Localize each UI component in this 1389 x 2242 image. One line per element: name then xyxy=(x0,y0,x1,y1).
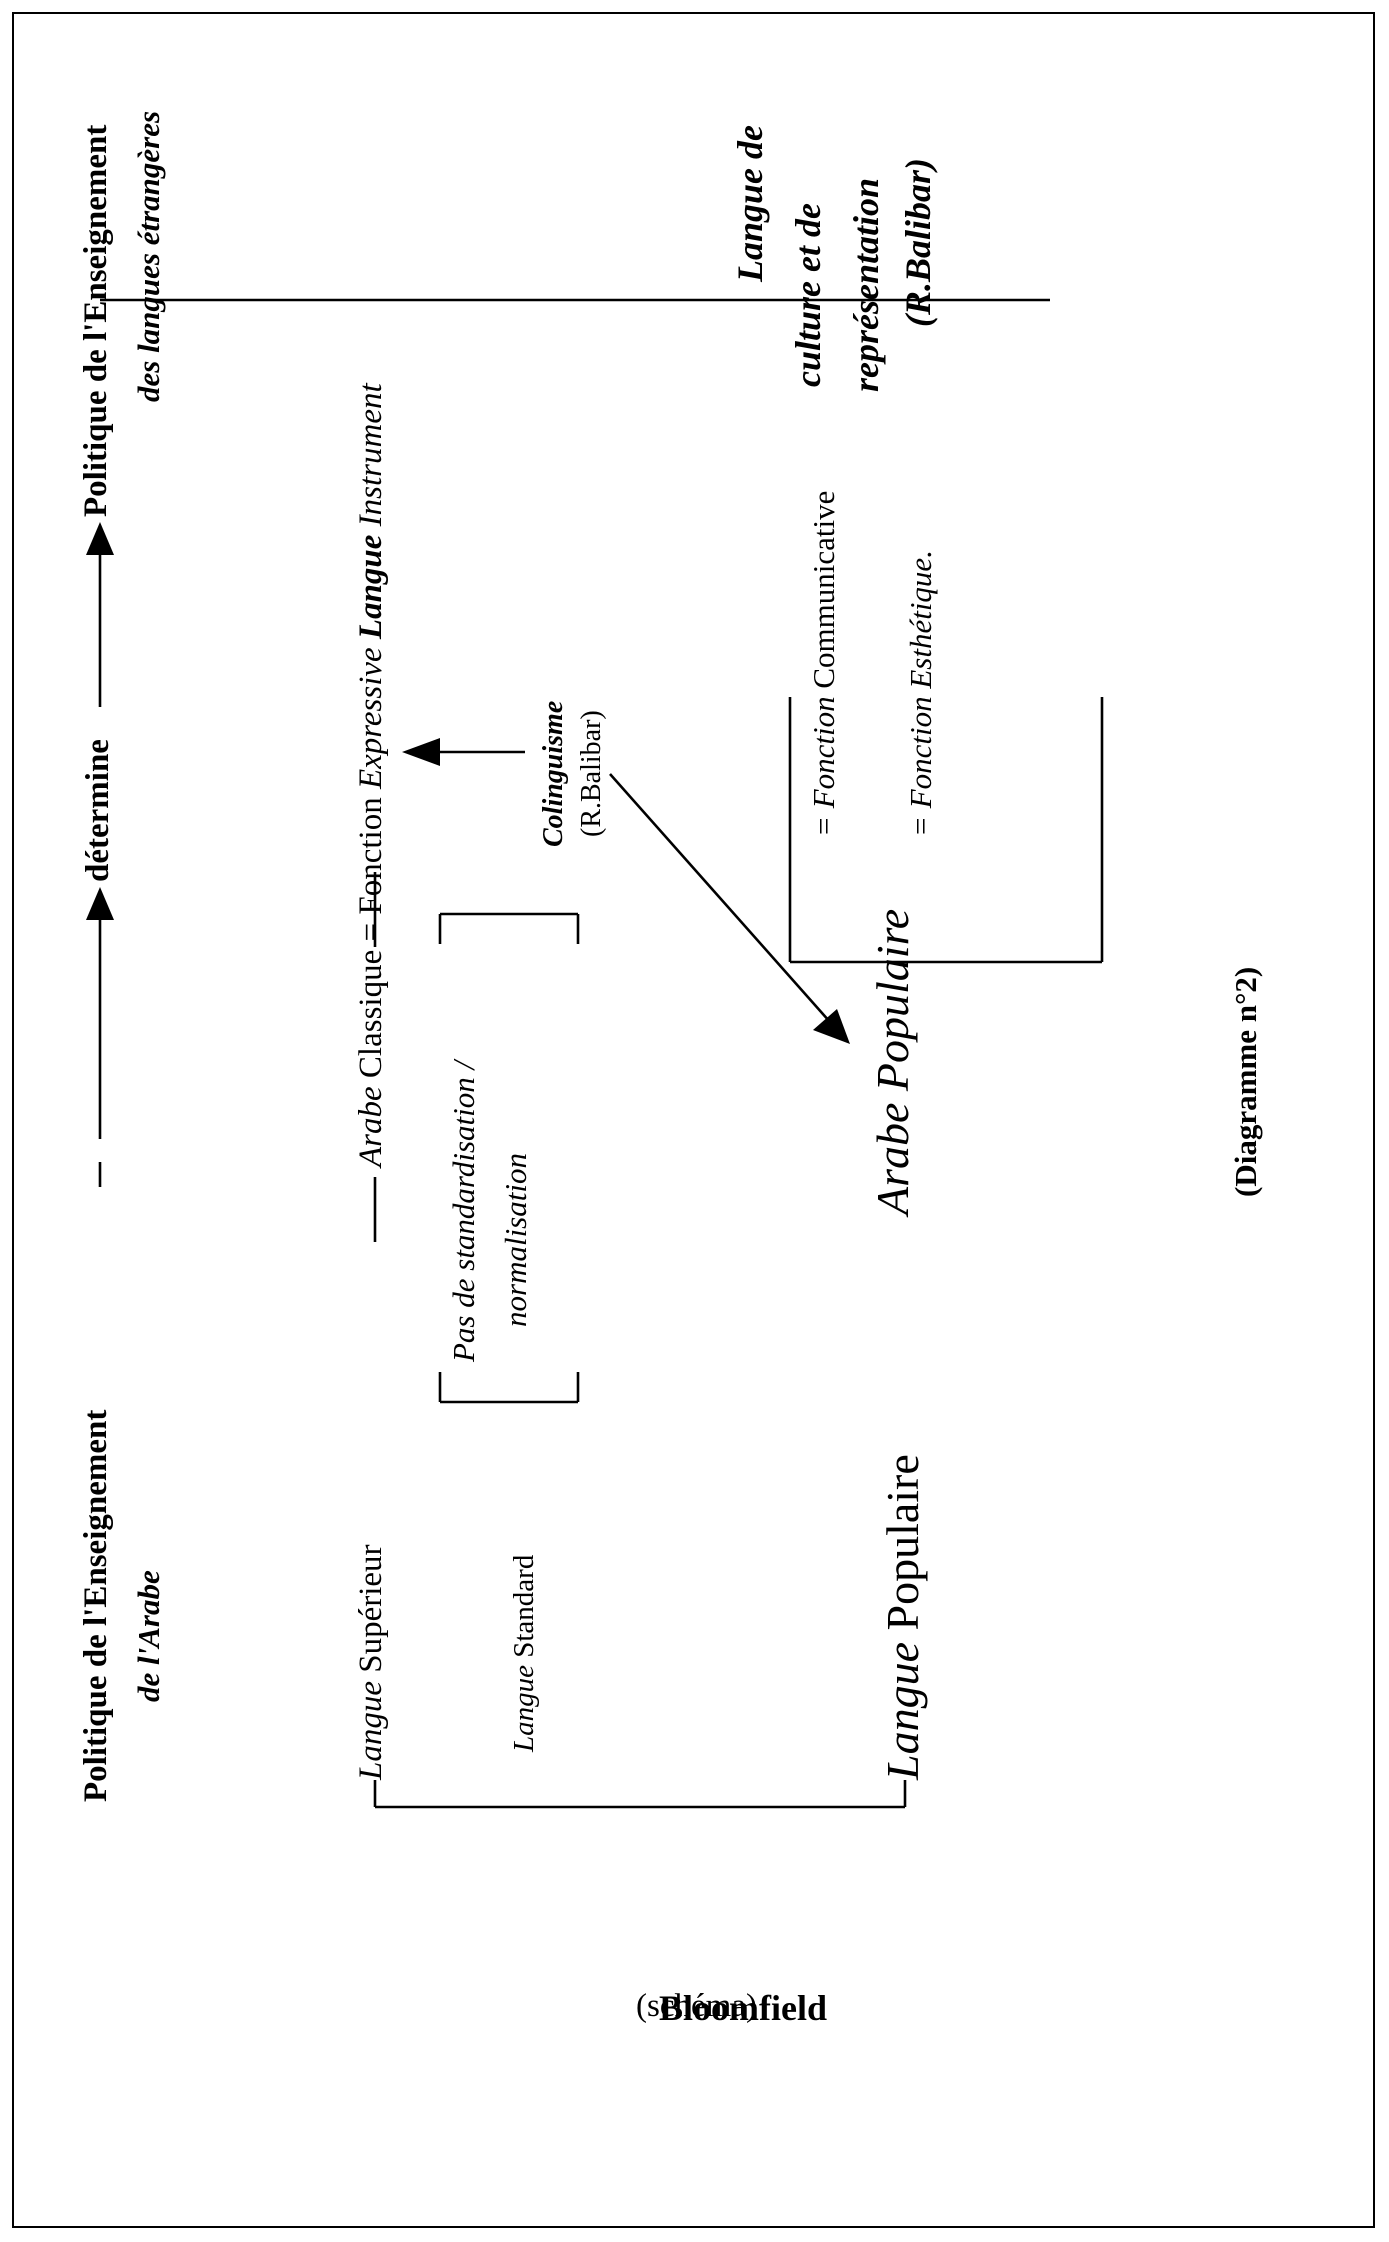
langue-standard-langue: Langue xyxy=(508,1665,540,1752)
arabe-classique-classique: Classique xyxy=(353,949,389,1079)
page-border xyxy=(12,12,1375,2228)
policy-arrow-left-head xyxy=(86,887,114,920)
fonction-communicative: = Fonction Communicative xyxy=(806,490,841,837)
langue-standard-standard: Standard xyxy=(508,1554,540,1658)
standardisation-line2: normalisation xyxy=(498,1153,533,1327)
policy-right-line2: des langues étrangères xyxy=(131,110,166,402)
langue-populaire-langue: Langue xyxy=(877,1642,928,1780)
arabe-classique-equals: = xyxy=(353,922,389,942)
arabe-classique-fonction: Fonction xyxy=(353,797,389,915)
fonction-communicative-label: Communicative xyxy=(806,490,841,689)
arabe-populaire: Arabe Populaire xyxy=(867,908,918,1215)
culture-line3: représentation xyxy=(846,177,886,392)
colinguisme-arrow-down-shaft xyxy=(609,773,831,1023)
fonction-esthetique: = Fonction Esthétique. xyxy=(903,550,938,837)
colinguisme-arrow-down-head xyxy=(813,1009,850,1044)
policy-left-line2: de l'Arabe xyxy=(131,1570,166,1702)
arabe-classique-arabe: Arabe xyxy=(353,1086,389,1167)
colinguisme-source: (R.Balibar) xyxy=(576,710,607,837)
arabe-classique-langue: Langue xyxy=(353,534,389,640)
policy-right-line1: Politique de l'Enseignement xyxy=(78,124,114,517)
standardisation-line1: Pas de standardisation / xyxy=(446,1060,481,1362)
arabe-classique-expressive: Expressive xyxy=(353,647,389,790)
culture-line2: culture et de xyxy=(788,203,828,387)
policy-verb: détermine xyxy=(80,739,116,882)
colinguisme-label: Colinguisme xyxy=(538,700,569,847)
langue-populaire-populaire: Populaire xyxy=(877,1454,928,1631)
arabe-classique-line: Arabe Classique = Fonction Expressive La… xyxy=(353,383,389,1167)
bloomfield-schema: (schéma) xyxy=(636,1988,757,2025)
culture-line1: Langue de xyxy=(730,125,770,282)
diagram-caption: (Diagramme n°2) xyxy=(1228,966,1263,1197)
langue-populaire: Langue Populaire xyxy=(877,1454,928,1780)
colinguisme-arrow-up-head xyxy=(402,738,440,766)
policy-left-line1: Politique de l'Enseignement xyxy=(78,1409,114,1802)
langue-superieur: Langue Supérieur xyxy=(353,1544,389,1780)
langue-superieur-superieur: Supérieur xyxy=(353,1544,389,1673)
langue-superieur-langue: Langue xyxy=(353,1681,389,1780)
culture-line4: (R.Balibar) xyxy=(898,157,938,327)
policy-arrow-right-head xyxy=(86,522,114,555)
langue-standard: Langue Standard xyxy=(508,1554,540,1752)
arabe-classique-instrument: Instrument xyxy=(353,383,389,527)
fonction-communicative-prefix: = Fonction xyxy=(806,696,841,837)
